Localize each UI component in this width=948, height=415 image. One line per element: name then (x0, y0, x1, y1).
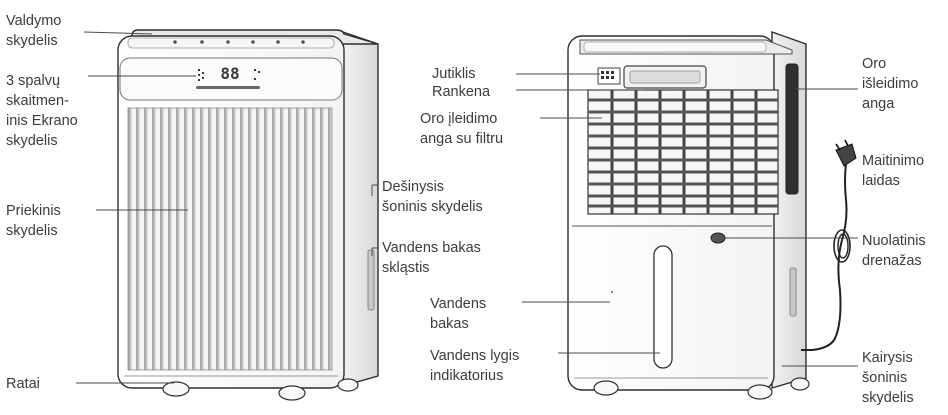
front-labels: Valdymo skydelis 3 spalvų skaitmen- inis… (6, 13, 485, 392)
label-wheels: Ratai (6, 376, 40, 392)
air-outlet-slot (785, 63, 799, 195)
front-dehumidifier: 88 (117, 29, 379, 401)
filter-horizontal-bars (588, 98, 778, 208)
front-grille (127, 107, 333, 371)
back-labels: Jutiklis Rankena Oro įleidimo anga su fi… (420, 56, 930, 406)
plug-icon (835, 143, 857, 167)
display-panel-band (119, 57, 343, 101)
back-side-latch (789, 267, 797, 317)
label-right-side-panel: Dešinysis šoninis skydelis (382, 179, 483, 215)
label-water-level: Vandens lygis indikatorius (430, 348, 523, 384)
label-display-panel: 3 spalvų skaitmen- inis Ekrano skydelis (6, 73, 82, 149)
back-dehumidifier (567, 31, 810, 400)
back-wheels (593, 377, 810, 400)
front-side-latch (367, 249, 375, 311)
front-wheels (162, 378, 359, 401)
label-left-side-panel: Kairysis šoninis skydelis (862, 350, 917, 406)
tank-dot (611, 291, 613, 293)
power-cord-line (801, 163, 848, 351)
display-light-bar (196, 86, 260, 89)
label-air-outlet: Oro išleidimo anga (862, 56, 922, 112)
leader-lines (76, 31, 858, 384)
water-level-window (653, 245, 673, 369)
label-drainage: Nuolatinis drenažas (862, 233, 930, 269)
cord-coil-2 (837, 233, 849, 259)
control-buttons (173, 40, 305, 44)
control-panel-strip (127, 37, 335, 49)
label-sensor-handle: Jutiklis Rankena (432, 66, 491, 100)
leader-control-panel (83, 31, 153, 35)
label-front-panel: Priekinis skydelis (6, 203, 65, 239)
label-water-tank: Vandens bakas (430, 296, 490, 332)
label-power-cord: Maitinimo laidas (862, 153, 928, 189)
front-side-panel (342, 31, 379, 387)
sensor-icon (601, 71, 614, 79)
label-air-inlet: Oro įleidimo anga su filtru (420, 111, 503, 147)
display-indicators (198, 69, 260, 81)
cord-coil (833, 229, 851, 263)
handle-slot (629, 70, 701, 84)
power-cord (801, 139, 857, 351)
display-digits: 88 (220, 64, 239, 83)
back-top-inner (583, 41, 767, 53)
label-tank-cover: Vandens bakas skląstis (382, 240, 485, 276)
label-control-panel: Valdymo skydelis (6, 13, 65, 49)
